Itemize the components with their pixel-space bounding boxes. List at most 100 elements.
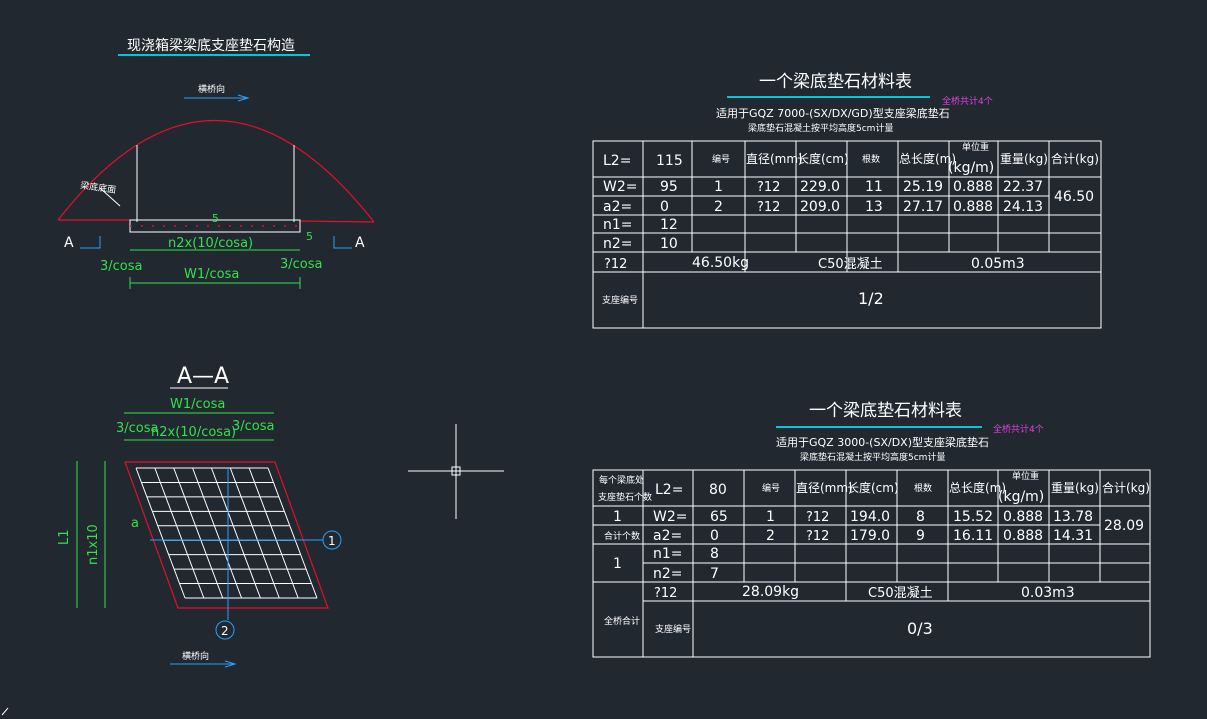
dim-height: L1 xyxy=(57,529,72,545)
side-header1: 每个梁底处 xyxy=(599,474,644,486)
row-total-len: 15.52 xyxy=(953,509,993,525)
row-param: W2= xyxy=(653,509,687,525)
header-weight: 重量(kg) xyxy=(1000,152,1048,166)
table1-concrete-total: 0.05m3 xyxy=(971,256,1025,272)
dim-rows: n1x10 xyxy=(86,524,101,565)
header-count: 根数 xyxy=(914,482,932,494)
row-len: 179.0 xyxy=(850,528,890,544)
section-mark-right: A xyxy=(355,235,365,251)
table2-concrete-label: C50混凝土 xyxy=(868,585,933,601)
side-total-label: 合计个数 xyxy=(604,530,640,542)
elevation-drawing[interactable]: 现浇箱梁梁底支座垫石构造 横桥向 梁底底面 5 5 A A n2x(10/cos… xyxy=(57,38,375,289)
header-value: 115 xyxy=(656,153,683,169)
table1-subtitle1: 适用于GQZ 7000-(SX/DX/GD)型支座梁底垫石 xyxy=(716,106,950,120)
arrow-head-icon xyxy=(237,94,250,102)
row-dia: ?12 xyxy=(757,200,780,215)
section-cut-left xyxy=(80,236,101,249)
header-dia: 直径(mm) xyxy=(796,481,853,495)
beam-bottom-label: 梁底底面 xyxy=(80,179,117,196)
table1-concrete-label: C50混凝土 xyxy=(818,256,883,272)
row-dia: ?12 xyxy=(806,510,829,525)
drawing-title: 现浇箱梁梁底支座垫石构造 xyxy=(127,38,295,54)
marker-2: 2 xyxy=(221,624,229,638)
row-unit-weight: 0.888 xyxy=(1003,509,1043,525)
dim-width: W1/cosa xyxy=(184,267,239,282)
marker-2-circle[interactable] xyxy=(215,620,235,640)
table2-grid xyxy=(592,469,1151,658)
header-total-len: 总长度(m) xyxy=(899,151,956,166)
row-len: 209.0 xyxy=(800,199,840,215)
row-total-len: 16.11 xyxy=(953,528,993,544)
leader-line xyxy=(99,187,121,207)
header-dia: 直径(mm) xyxy=(746,152,803,166)
row-count: 8 xyxy=(916,509,925,525)
dim-spacing-aa: n2x(10/cosa) xyxy=(151,425,236,440)
table2-note: 全桥共计4个 xyxy=(993,423,1044,435)
side-header2: 支座垫石个数 xyxy=(598,491,652,503)
row-weight: 14.31 xyxy=(1053,528,1093,544)
row-num: 2 xyxy=(766,528,775,544)
arrow-head-icon xyxy=(224,660,237,668)
table1-bearing-value: 1/2 xyxy=(858,289,884,308)
row-len: 229.0 xyxy=(800,179,840,195)
rebar-line xyxy=(154,467,205,599)
row-param: n2= xyxy=(653,566,683,582)
row-param: n2= xyxy=(603,236,633,252)
table2-rebar-label: ?12 xyxy=(654,586,677,601)
dim-right-edge-aa: 3/cosa xyxy=(232,419,275,434)
row-weight: 22.37 xyxy=(1003,179,1043,195)
table2-bearing-label: 支座编号 xyxy=(655,623,691,635)
table1-title: 一个梁底垫石材料表 xyxy=(759,72,912,92)
material-table-1[interactable]: 一个梁底垫石材料表 全桥共计4个 适用于GQZ 7000-(SX/DX/GD)型… xyxy=(592,72,1102,329)
direction-label-bottom: 横桥向 xyxy=(182,650,209,662)
direction-label-top: 横桥向 xyxy=(198,83,225,95)
row-total-len: 25.19 xyxy=(903,179,943,195)
table2-title: 一个梁底垫石材料表 xyxy=(809,401,962,421)
header-sum: 合计(kg) xyxy=(1051,151,1099,166)
row-total-len: 27.17 xyxy=(903,199,943,215)
row-param: a2= xyxy=(603,199,632,215)
dim-left-edge-aa: 3/cosa xyxy=(116,421,159,436)
table2-header: 每个梁底处 支座垫石个数 L2= 80 编号 直径(mm) 长度(cm) 根数 … xyxy=(598,470,1150,505)
table2-concrete-total: 0.03m3 xyxy=(1021,585,1075,601)
rebar-line xyxy=(173,467,224,599)
table1-rebar-label: ?12 xyxy=(604,257,627,272)
header-param: L2= xyxy=(655,482,683,498)
ucs-icon xyxy=(1,707,9,716)
table1-note: 全桥共计4个 xyxy=(942,95,993,107)
dim-right: 5 xyxy=(306,230,313,243)
rebar-line xyxy=(229,467,280,599)
row-weight: 13.78 xyxy=(1053,509,1093,525)
dim-right-edge: 3/cosa xyxy=(280,257,323,272)
header-count: 根数 xyxy=(862,153,880,165)
row-param: n1= xyxy=(653,546,683,562)
table1-header: L2= 115 编号 直径(mm) 长度(cm) 根数 总长度(m) 单位重 (… xyxy=(603,141,1099,176)
section-mark-left: A xyxy=(64,235,74,251)
table1-sum: 46.50 xyxy=(1054,189,1094,205)
side-header-value: 1 xyxy=(613,509,622,525)
header-num: 编号 xyxy=(712,153,730,165)
section-view[interactable]: A—A W1/cosa 3/cosa n2x(10/cosa) 3/cosa L… xyxy=(57,364,342,668)
row-param: W2= xyxy=(603,179,637,195)
dim-top: 5 xyxy=(212,212,219,225)
dim-width-aa: W1/cosa xyxy=(170,397,225,412)
material-table-2[interactable]: 一个梁底垫石材料表 全桥共计4个 适用于GQZ 3000-(SX/DX)型支座梁… xyxy=(592,401,1151,658)
row-unit-weight: 0.888 xyxy=(953,179,993,195)
cursor-crosshair-icon xyxy=(408,424,504,519)
table1-subtitle2: 梁底垫石混凝土按平均高度5cm计量 xyxy=(748,122,893,134)
row-param: n1= xyxy=(603,217,633,233)
header-unit-weight2: (kg/m) xyxy=(948,160,994,176)
row-value: 10 xyxy=(660,236,678,252)
row-unit-weight: 0.888 xyxy=(953,199,993,215)
row-value: 7 xyxy=(710,566,719,582)
row-count: 9 xyxy=(916,528,925,544)
side-total-value: 1 xyxy=(613,556,622,572)
row-len: 194.0 xyxy=(850,509,890,525)
row-value: 12 xyxy=(660,217,678,233)
row-value: 8 xyxy=(710,546,719,562)
header-len: 长度(cm) xyxy=(797,151,849,166)
marker-1: 1 xyxy=(328,534,336,548)
